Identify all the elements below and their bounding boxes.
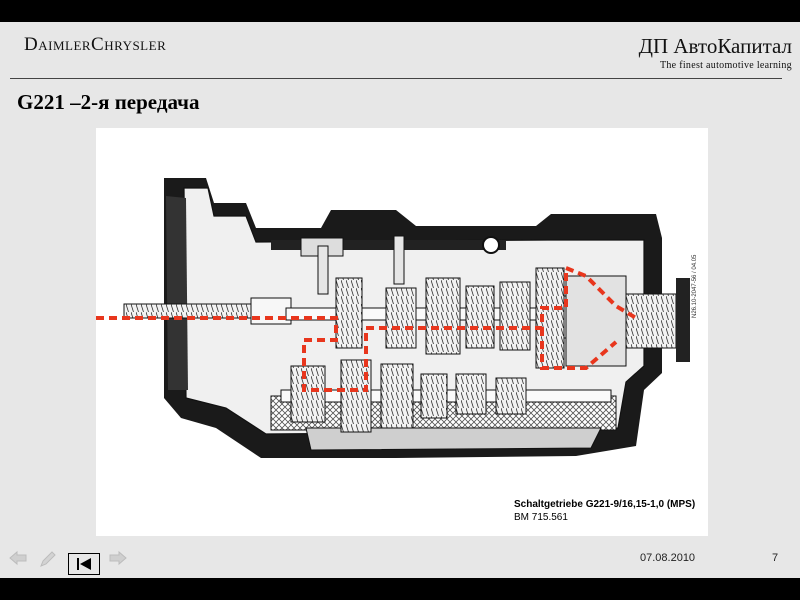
figure-panel: N26.10-2047-56 / 04.05 Schaltgetriebe G2… bbox=[96, 128, 708, 536]
countershaft bbox=[280, 359, 612, 433]
caption-model: BM 715.561 bbox=[514, 512, 568, 523]
gearbox-cutaway-diagram: N26.10-2047-56 / 04.05 bbox=[96, 178, 698, 458]
brand-name: ДП АвтоКапитал bbox=[638, 34, 792, 58]
footer-date: 07.08.2010 bbox=[640, 552, 696, 564]
caption-title: Schaltgetriebe G221-9/16,15-1,0 (MPS) bbox=[514, 499, 696, 510]
main-shaft bbox=[285, 277, 617, 355]
shift-rail bbox=[271, 235, 506, 295]
arrow-left-icon[interactable] bbox=[8, 549, 28, 572]
arrow-right-icon[interactable] bbox=[108, 549, 128, 572]
slide: DaimlerChrysler ДП АвтоКапитал The fines… bbox=[0, 22, 800, 578]
pen-icon[interactable] bbox=[38, 549, 58, 574]
bottom-black-bar bbox=[0, 578, 800, 600]
top-black-bar bbox=[0, 0, 800, 22]
power-flow-path bbox=[96, 266, 638, 392]
figure-code: N26.10-2047-56 / 04.05 bbox=[692, 254, 698, 318]
first-page-button[interactable] bbox=[68, 553, 100, 575]
daimlerchrysler-logo: DaimlerChrysler bbox=[24, 34, 167, 55]
output-section bbox=[535, 267, 690, 369]
page-number: 7 bbox=[772, 552, 779, 564]
figure-caption: Schaltgetriebe G221-9/16,15-1,0 (MPS) BM… bbox=[514, 498, 695, 524]
slide-title: G221 –2-я передача bbox=[17, 90, 200, 114]
header-divider bbox=[10, 78, 782, 79]
first-page-icon bbox=[77, 558, 91, 570]
brand-block: ДП АвтоКапитал The finest automotive lea… bbox=[639, 34, 792, 71]
brand-tagline: The finest automotive learning bbox=[659, 60, 792, 71]
